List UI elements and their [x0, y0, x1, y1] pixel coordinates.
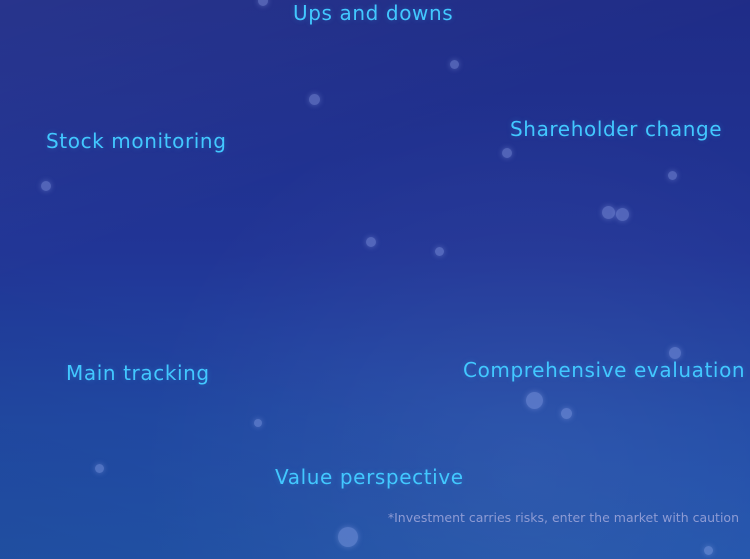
decorative-bubble [338, 527, 358, 547]
decorative-bubble [502, 148, 512, 158]
feature-comprehensive-evaluation[interactable]: Comprehensive evaluation [463, 358, 746, 382]
decorative-bubble [435, 247, 444, 256]
decorative-bubble [309, 94, 320, 105]
decorative-bubble [561, 408, 572, 419]
decorative-bubble [450, 60, 459, 69]
decorative-bubble [668, 171, 677, 180]
feature-value-perspective[interactable]: Value perspective [275, 465, 464, 489]
risk-disclaimer: *Investment carries risks, enter the mar… [387, 510, 739, 525]
decorative-bubble [258, 0, 268, 6]
feature-stock-monitoring[interactable]: Stock monitoring [46, 129, 227, 153]
decorative-bubble [366, 237, 376, 247]
feature-main-tracking[interactable]: Main tracking [66, 361, 210, 385]
decorative-bubble [704, 546, 713, 555]
decorative-bubble [95, 464, 104, 473]
feature-shareholder-change[interactable]: Shareholder change [510, 117, 723, 141]
decorative-bubble [254, 419, 262, 427]
decorative-bubble [669, 347, 681, 359]
decorative-bubble [602, 206, 615, 219]
feature-ups-and-downs[interactable]: Ups and downs [293, 1, 454, 25]
decorative-bubble [41, 181, 51, 191]
decorative-bubble [526, 392, 543, 409]
decorative-bubble [616, 208, 629, 221]
